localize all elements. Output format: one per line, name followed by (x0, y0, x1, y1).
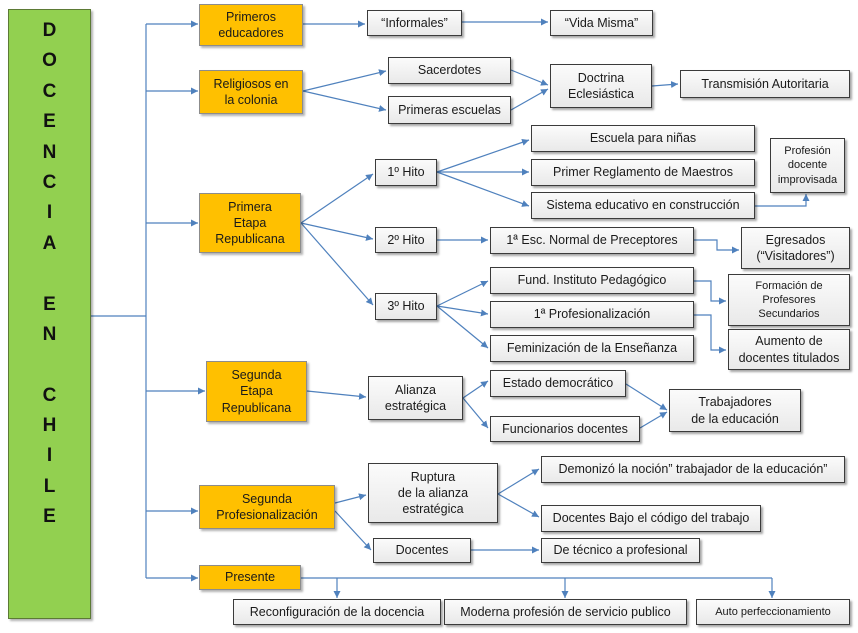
title-char: C (42, 384, 57, 406)
node-auto-perfeccionamiento: Auto perfeccionamiento (696, 599, 850, 625)
arrow-escuelas-doctrina (510, 88, 549, 111)
node-codigo-trabajo: Docentes Bajo el código del trabajo (541, 505, 761, 532)
title-char: A (42, 232, 57, 254)
category-presente: Presente (199, 565, 301, 590)
title-char: E (43, 111, 56, 133)
arrow-segunda-alianza (306, 390, 367, 400)
node-docentes: Docentes (373, 538, 471, 563)
arrow-primera-hito1 (300, 173, 374, 224)
arrow-religiosos-escuelas (302, 90, 387, 112)
node-moderna-profesion: Moderna profesión de servicio publico (444, 599, 687, 625)
arrow-doctrina-transmision (651, 81, 679, 89)
arrow-segprof-ruptura (334, 493, 367, 504)
node-trabajadores-educacion: Trabajadores de la educación (669, 389, 801, 432)
category-segunda-etapa: Segunda Etapa Republicana (206, 361, 307, 422)
title-char: C (42, 80, 57, 102)
node-informales: “Informales” (367, 10, 462, 36)
category-segunda-profesionalizacion: Segunda Profesionalización (199, 485, 335, 529)
node-reconfiguracion-docencia: Reconfiguración de la docencia (233, 599, 441, 625)
arrow-funcionarios-trabajadores (639, 411, 668, 429)
node-primera-profesionalizacion: 1ª Profesionalización (490, 301, 694, 328)
arrow-hito3-profesionalizacion (436, 305, 489, 317)
node-escuela-ninas: Escuela para niñas (531, 125, 755, 152)
title-char: D (42, 20, 57, 41)
title-char (13, 350, 86, 380)
title-char: N (42, 323, 57, 345)
arrow-ruptura-demonizo (497, 468, 540, 495)
node-doctrina-eclesiastica: Doctrina Eclesiástica (550, 64, 652, 108)
arrow-hito3-feminizacion (436, 305, 489, 349)
node-primeras-escuelas: Primeras escuelas (388, 96, 511, 124)
node-aumento-docentes: Aumento de docentes titulados (728, 329, 850, 370)
title-char: L (43, 475, 56, 497)
node-demonizo: Demonizó la noción” trabajador de la edu… (541, 456, 845, 483)
arrow-hito1-sistema (436, 171, 530, 207)
arrow-prof-aumento (694, 314, 726, 354)
title-char (13, 259, 86, 289)
title-char: E (43, 293, 56, 315)
title-char: H (42, 415, 57, 437)
node-fund-instituto: Fund. Instituto Pedagógico (490, 267, 694, 294)
category-religiosos-colonia: Religiosos en la colonia (199, 70, 303, 114)
node-sacerdotes: Sacerdotes (388, 57, 511, 84)
category-primera-etapa: Primera Etapa Republicana (199, 193, 301, 253)
node-hito-3: 3º Hito (375, 293, 437, 320)
title-char: N (42, 141, 57, 163)
node-tecnico-profesional: De técnico a profesional (541, 538, 700, 563)
node-hito-1: 1º Hito (375, 159, 437, 186)
node-sistema-educativo: Sistema educativo en construcción (531, 192, 755, 219)
node-estado-democratico: Estado democrático (490, 370, 626, 397)
node-egresados: Egresados (“Visitadores”) (741, 227, 850, 269)
title-char: O (42, 50, 57, 72)
arrow-hito3-fund (436, 280, 489, 307)
node-hito-2: 2º Hito (375, 227, 437, 253)
node-profesion-improvisada: Profesión docente improvisada (770, 138, 845, 193)
node-feminizacion: Feminización de la Enseñanza (490, 335, 694, 362)
node-alianza-estrategica: Alianza estratégica (368, 376, 463, 420)
arrow-religiosos-sacerdotes (302, 69, 387, 92)
arrow-fund-formacion (694, 280, 726, 305)
arrow-escnormal-egresados (694, 239, 739, 254)
node-transmision-autoritaria: Transmisión Autoritaria (680, 70, 850, 98)
arrow-alianza-funcionarios (462, 397, 489, 429)
arrow-segprof-docentes (334, 510, 372, 551)
arrow-alianza-estado (462, 380, 489, 399)
arrow-estado-trabajadores (625, 383, 668, 411)
arrow-ruptura-codigo (497, 493, 540, 518)
arrow-sacerdotes-doctrina (510, 69, 549, 86)
node-escuela-normal: 1ª Esc. Normal de Preceptores (490, 227, 694, 254)
arrow-sistema-profesion (755, 194, 810, 207)
title-char: I (46, 202, 53, 224)
category-primeros-educadores: Primeros educadores (199, 4, 303, 46)
node-ruptura-alianza: Ruptura de la alianza estratégica (368, 463, 498, 523)
node-vida-misma: “Vida Misma” (550, 10, 653, 36)
arrow-primera-hito3 (300, 222, 374, 306)
title-char: E (43, 506, 56, 528)
arrow-primera-hito2 (300, 222, 374, 241)
node-formacion-profesores: Formación de Profesores Secundarios (728, 274, 850, 326)
node-funcionarios-docentes: Funcionarios docentes (490, 416, 640, 442)
title-char: I (46, 445, 53, 467)
arrow-hito1-escuela (436, 138, 530, 173)
title-docencia-en-chile: D O C E N C I A E N C H I L E (8, 9, 91, 619)
title-char: C (42, 171, 57, 193)
node-primer-reglamento: Primer Reglamento de Maestros (531, 159, 755, 186)
